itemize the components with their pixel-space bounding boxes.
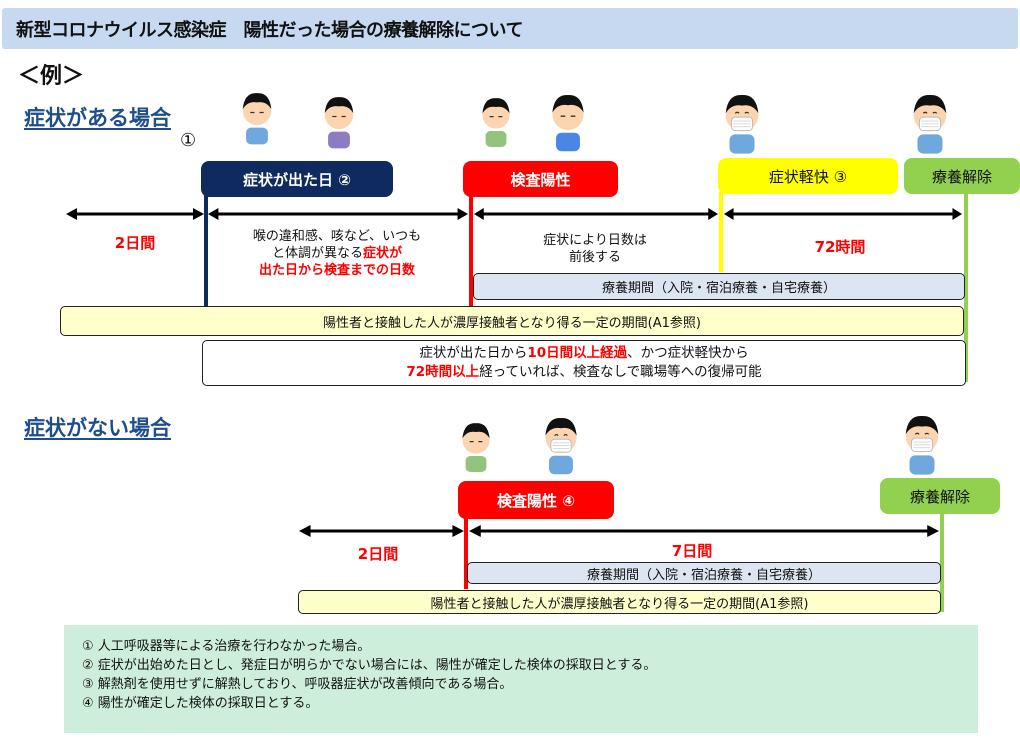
- milestone-test-positive-asymptomatic: 検査陽性 ④: [458, 481, 614, 519]
- feverish-person-icon: [318, 86, 360, 152]
- sick-person-icon: [236, 82, 278, 148]
- return-to-work-note: 症状が出た日から10日間以上経過、かつ症状軽快から 72時間以上経っていれば、検…: [202, 340, 966, 386]
- span-label-relief-to-release: 72時間: [814, 238, 866, 256]
- footnote-2: ② 症状が出始めた日とし、発症日が明らかでない場合には、陽性が確定した検体の採取…: [82, 658, 657, 673]
- span-label-before-test: 2日間: [357, 545, 399, 563]
- span-label-before-onset: 2日間: [114, 234, 156, 252]
- positive-timeline-line: [464, 517, 468, 589]
- footnote-1: ① 人工呼吸器等による治療を行わなかった場合。: [82, 639, 371, 654]
- care-period-bar: 療養期間（入院・宿泊療養・自宅療養）: [467, 562, 941, 584]
- footnote-4: ④ 陽性が確定した検体の採取日とする。: [82, 696, 319, 711]
- milestone-symptom-relief: 症状軽快 ③: [718, 158, 898, 194]
- care-period-bar: 療養期間（入院・宿泊療養・自宅療養）: [473, 273, 965, 300]
- symptomatic-note-marker: ①: [180, 130, 197, 151]
- span-arrow-test-to-release: [469, 524, 939, 538]
- release-timeline-line: [964, 192, 968, 382]
- page-header: 新型コロナウイルス感染症 陽性だった場合の療養解除について: [2, 8, 1018, 49]
- page-title: 新型コロナウイルス感染症 陽性だった場合の療養解除について: [16, 20, 523, 41]
- masked-recovered-person-icon: [898, 404, 946, 478]
- example-label: ＜例＞: [18, 64, 85, 89]
- contact-period-bar: 陽性者と接触した人が濃厚接触者となり得る一定の期間(A1参照): [298, 590, 941, 614]
- span-arrow-onset-to-test: [208, 207, 468, 221]
- positive-timeline-line: [469, 195, 473, 307]
- masked-person-icon: [538, 406, 584, 478]
- asymptomatic-title: 症状がない場合: [24, 416, 171, 440]
- milestone-symptom-onset: 症状が出た日 ②: [201, 161, 393, 197]
- symptomatic-title: 症状がある場合: [24, 106, 171, 130]
- span-label-test-to-release: 7日間: [671, 542, 713, 560]
- milestone-test-positive: 検査陽性: [463, 161, 618, 197]
- onset-timeline-line: [204, 195, 208, 307]
- test-swab-person-icon: [456, 408, 496, 480]
- release-timeline-line: [940, 512, 944, 612]
- span-label-test-to-relief: 症状により日数は 前後する: [543, 233, 647, 265]
- contact-period-bar: 陽性者と接触した人が濃厚接触者となり得る一定の期間(A1参照): [60, 306, 964, 336]
- span-arrow-before-onset: [66, 207, 204, 221]
- span-label-onset-to-test: 喉の違和感、咳など、いつも と体調が異なる症状が 出た日から検査までの日数: [252, 229, 422, 278]
- span-arrow-test-to-relief: [474, 207, 718, 221]
- span-arrow-before-test: [299, 524, 464, 538]
- footnote-3: ③ 解熱剤を使用せずに解熱しており、呼吸器症状が改善傾向である場合。: [82, 677, 513, 692]
- masked-person-icon: [718, 84, 766, 156]
- footnotes-panel: ① 人工呼吸器等による治療を行わなかった場合。 ② 症状が出始めた日とし、発症日…: [64, 625, 978, 733]
- masked-recovered-person-icon: [906, 84, 954, 156]
- milestone-release-asymptomatic: 療養解除: [880, 478, 1000, 514]
- hospitalized-person-icon: [545, 86, 591, 152]
- relief-timeline-line: [719, 192, 723, 272]
- test-swab-person-icon: [476, 86, 516, 152]
- span-arrow-relief-to-release: [724, 207, 962, 221]
- milestone-release: 療養解除: [904, 158, 1020, 194]
